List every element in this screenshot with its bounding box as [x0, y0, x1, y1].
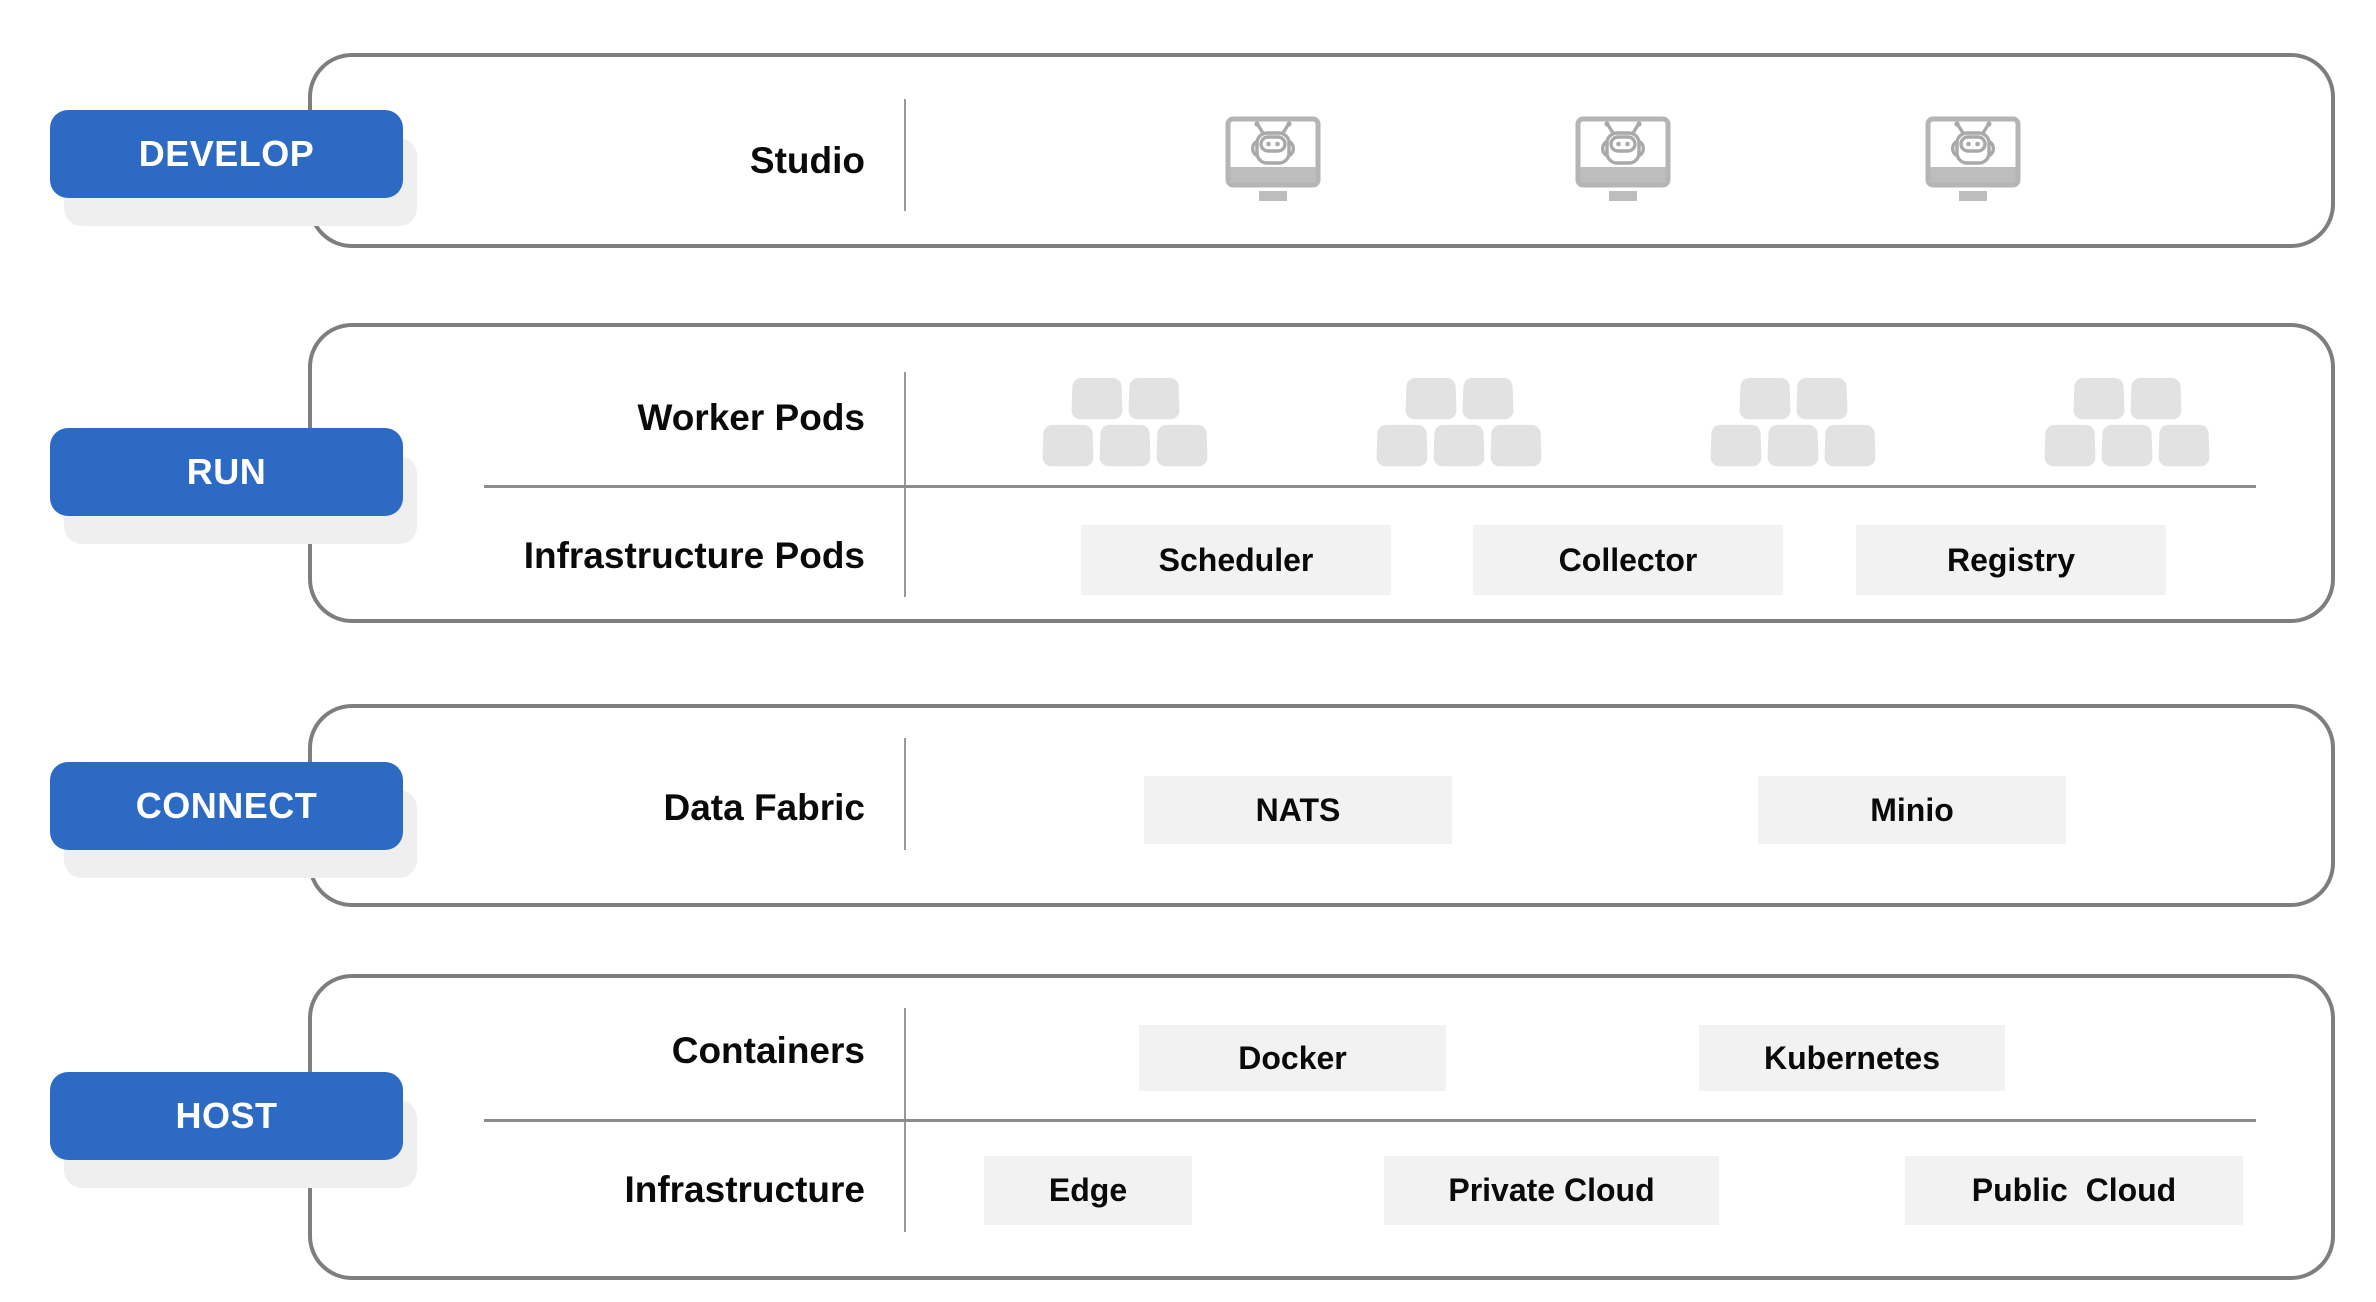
- vertical-divider: [904, 372, 906, 597]
- chip-collector: Collector: [1473, 525, 1783, 595]
- vertical-divider: [904, 738, 906, 850]
- pod-cluster-icon: [1376, 377, 1542, 467]
- chip-kubernetes: Kubernetes: [1699, 1025, 2005, 1091]
- panel-connect: Data Fabric NATS Minio: [308, 704, 2335, 907]
- chip-docker: Docker: [1139, 1025, 1446, 1091]
- stage-button-host: HOST: [50, 1072, 403, 1160]
- panel-host: Containers Infrastructure Docker Kuberne…: [308, 974, 2335, 1280]
- pod-cluster-icon: [2044, 377, 2210, 467]
- stage-button-connect: CONNECT: [50, 762, 403, 850]
- horizontal-divider: [484, 485, 2256, 488]
- row-label-worker-pods: Worker Pods: [637, 397, 865, 438]
- chip-scheduler: Scheduler: [1081, 525, 1391, 595]
- row-label-data-fabric: Data Fabric: [663, 787, 865, 828]
- stage-button-develop: DEVELOP: [50, 110, 403, 198]
- panel-develop: Studio: [308, 53, 2335, 248]
- row-label-studio: Studio: [749, 140, 865, 181]
- chip-private-cloud: Private Cloud: [1384, 1156, 1719, 1225]
- chip-minio: Minio: [1758, 776, 2066, 844]
- robot-terminal-icon: [1223, 115, 1323, 212]
- chip-edge: Edge: [984, 1156, 1192, 1225]
- panel-run: Worker Pods Infrastructure Pods Schedule…: [308, 323, 2335, 623]
- row-label-infrastructure: Infrastructure: [624, 1169, 865, 1210]
- row-label-infrastructure-pods: Infrastructure Pods: [523, 535, 865, 576]
- robot-terminal-icon: [1573, 115, 1673, 212]
- chip-nats: NATS: [1144, 776, 1452, 844]
- row-label-containers: Containers: [671, 1030, 865, 1071]
- vertical-divider: [904, 99, 906, 211]
- robot-terminal-icon: [1923, 115, 2023, 212]
- pod-cluster-icon: [1710, 377, 1876, 467]
- chip-registry: Registry: [1856, 525, 2166, 595]
- chip-public-cloud: Public Cloud: [1905, 1156, 2243, 1225]
- horizontal-divider: [484, 1119, 2256, 1122]
- pod-cluster-icon: [1042, 377, 1208, 467]
- stage-button-run: RUN: [50, 428, 403, 516]
